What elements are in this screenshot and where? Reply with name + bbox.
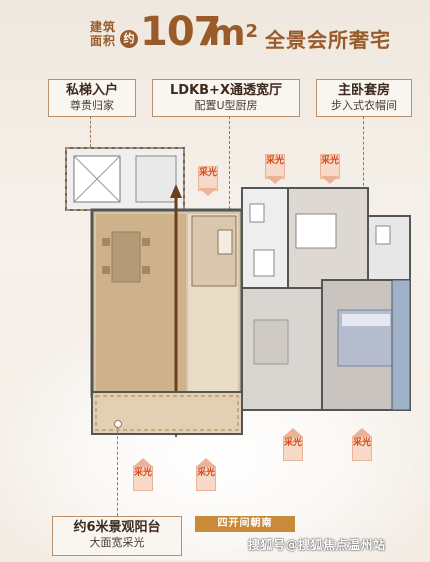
watermark: 搜狐号@搜狐焦点温州站 [248,538,386,552]
balcony [91,391,243,435]
floor-plan [65,147,411,438]
area-label-line1: 建筑 [90,20,117,34]
leader-line [117,426,118,516]
light-marker: 采光 [352,428,372,461]
south-facing-banner: 四开间朝南 [195,516,295,532]
slogan: 全景会所奢宅 [265,28,391,52]
area-number: 107 [140,9,221,55]
callout-subtitle: 步入式衣帽间 [331,99,397,112]
light-marker: 采光 [265,154,285,184]
callout-master-suite: 主卧套房 步入式衣帽间 [316,79,412,117]
light-marker: 采光 [196,458,216,491]
area-unit-m: m [208,13,246,54]
leader-dot [114,420,122,428]
light-marker: 采光 [320,154,340,184]
leader-line [363,116,364,196]
callout-living-room: LDKB+X通透宽厅 配置U型厨房 [152,79,300,117]
window-bay [391,279,411,411]
callout-subtitle: 配置U型厨房 [194,99,258,112]
area-unit: m2 [208,12,258,56]
area-label: 建筑 面积 [90,20,116,48]
light-marker: 采光 [133,458,153,491]
light-marker: 采光 [283,428,303,461]
leader-line [229,116,230,294]
approx-badge: 约 [120,30,138,48]
callout-title: 约6米景观阳台 [73,520,161,535]
callout-balcony: 约6米景观阳台 大面宽采光 [52,516,182,556]
callout-subtitle: 尊贵归家 [70,99,114,112]
callout-private-lift: 私梯入户 尊贵归家 [48,79,136,117]
leader-line [90,116,91,152]
callout-title: 私梯入户 [65,83,118,98]
callout-subtitle: 大面宽采光 [89,536,145,549]
light-marker: 采光 [198,166,218,196]
area-unit-sup: 2 [245,21,259,42]
header: 建筑 面积 约 107 m2 全景会所奢宅 [0,8,430,58]
callout-title: 主卧套房 [337,83,390,98]
callout-title: LDKB+X通透宽厅 [170,83,282,98]
area-label-line2: 面积 [90,34,117,48]
